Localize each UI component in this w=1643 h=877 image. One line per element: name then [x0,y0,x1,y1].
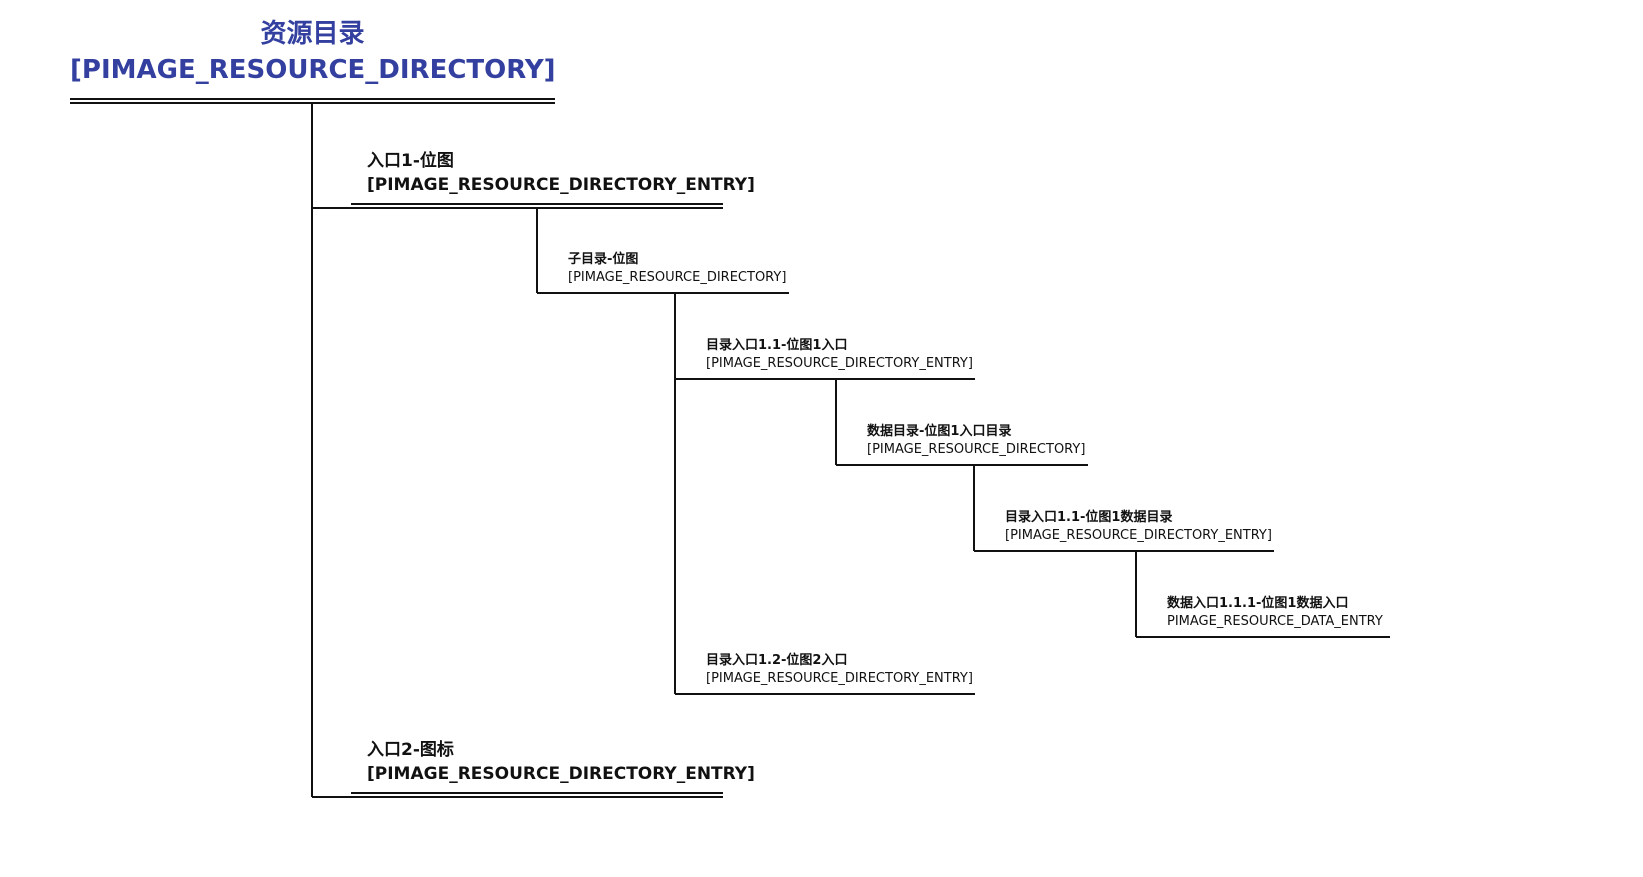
data-dir-title: 数据目录-位图1入口目录 [867,424,1012,439]
subdir-bitmap-node: 子目录-位图 [PIMAGE_RESOURCE_DIRECTORY] [568,251,786,287]
entry-1-2-node: 目录入口1.2-位图2入口 [PIMAGE_RESOURCE_DIRECTORY… [706,652,973,688]
entry-1-1-type: [PIMAGE_RESOURCE_DIRECTORY_ENTRY] [706,356,973,371]
entry-2-node: 入口2-图标 [PIMAGE_RESOURCE_DIRECTORY_ENTRY] [367,738,755,786]
data-entry-type: PIMAGE_RESOURCE_DATA_ENTRY [1167,614,1383,629]
entry-1-1-data-title: 目录入口1.1-位图1数据目录 [1005,510,1173,525]
entry-1-type: [PIMAGE_RESOURCE_DIRECTORY_ENTRY] [367,175,755,195]
entry-1-1-data-type: [PIMAGE_RESOURCE_DIRECTORY_ENTRY] [1005,528,1272,543]
entry-1-2-title: 目录入口1.2-位图2入口 [706,653,848,668]
data-entry-title: 数据入口1.1.1-位图1数据入口 [1167,596,1349,611]
entry-1-1-title: 目录入口1.1-位图1入口 [706,338,848,353]
data-entry-node: 数据入口1.1.1-位图1数据入口 PIMAGE_RESOURCE_DATA_E… [1167,595,1383,631]
entry-1-node: 入口1-位图 [PIMAGE_RESOURCE_DIRECTORY_ENTRY] [367,149,755,197]
root-title: 资源目录 [260,19,365,49]
entry-2-type: [PIMAGE_RESOURCE_DIRECTORY_ENTRY] [367,764,755,784]
subdir-bitmap-type: [PIMAGE_RESOURCE_DIRECTORY] [568,270,787,285]
entry-1-1-node: 目录入口1.1-位图1入口 [PIMAGE_RESOURCE_DIRECTORY… [706,337,973,373]
subdir-bitmap-title: 子目录-位图 [568,252,639,267]
root-node: 资源目录 [PIMAGE_RESOURCE_DIRECTORY] [70,16,556,88]
data-dir-node: 数据目录-位图1入口目录 [PIMAGE_RESOURCE_DIRECTORY] [867,423,1085,459]
root-type: [PIMAGE_RESOURCE_DIRECTORY] [70,55,556,85]
entry-2-title: 入口2-图标 [367,740,454,760]
entry-1-1-data-node: 目录入口1.1-位图1数据目录 [PIMAGE_RESOURCE_DIRECTO… [1005,509,1272,545]
data-dir-type: [PIMAGE_RESOURCE_DIRECTORY] [867,442,1086,457]
entry-1-title: 入口1-位图 [367,151,454,171]
entry-1-2-type: [PIMAGE_RESOURCE_DIRECTORY_ENTRY] [706,671,973,686]
